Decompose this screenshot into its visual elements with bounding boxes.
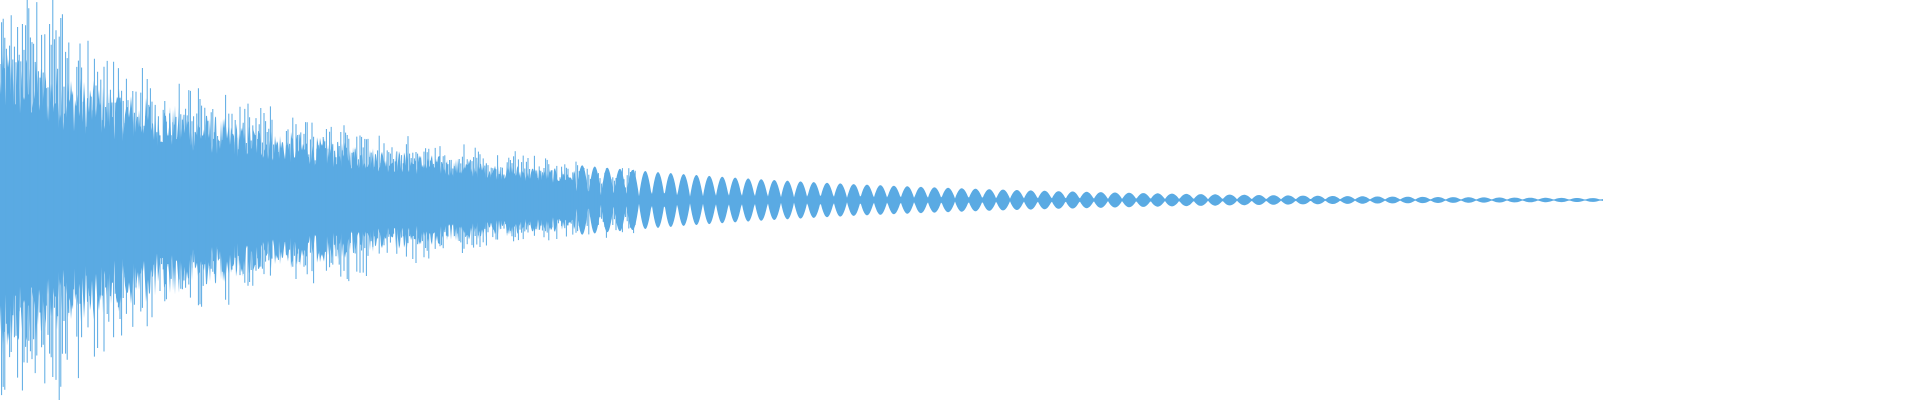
waveform-trace (0, 0, 1603, 400)
waveform-body (0, 44, 1603, 356)
